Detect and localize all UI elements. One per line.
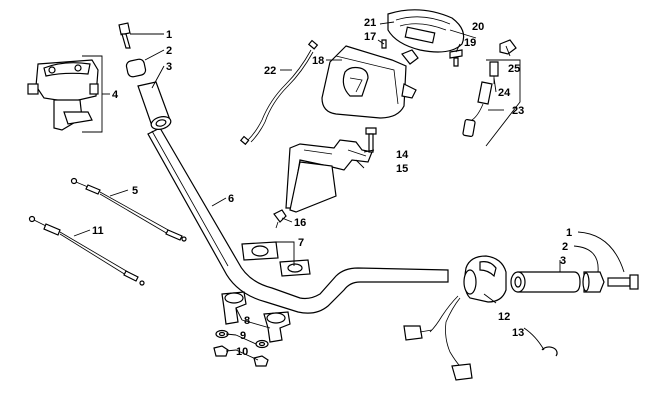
speedometer-cable[interactable] (239, 39, 319, 146)
callout-labels: 1 2 3 4 5 6 7 8 9 10 11 12 13 14 15 16 1… (92, 17, 572, 358)
washer-right[interactable] (255, 339, 269, 349)
throttle-cable[interactable] (70, 177, 187, 242)
callout-13: 13 (512, 327, 524, 339)
handlebar-pod[interactable] (321, 45, 417, 119)
snap-ring[interactable] (541, 346, 558, 357)
nut-left[interactable] (213, 345, 229, 357)
callout-3-left: 3 (166, 61, 172, 73)
callout-17: 17 (364, 31, 376, 43)
leader-lines (73, 21, 625, 361)
brake-cable[interactable] (28, 215, 145, 286)
bracket-bolt[interactable] (365, 127, 377, 153)
callout-12: 12 (498, 311, 510, 323)
pod-bracket[interactable] (285, 139, 373, 213)
instrument-harness[interactable] (462, 81, 493, 138)
nut-right[interactable] (253, 355, 269, 367)
callout-2-right: 2 (562, 241, 568, 253)
mounting-screw[interactable] (449, 49, 463, 67)
callout-15: 15 (396, 163, 408, 175)
callout-8: 8 (244, 315, 250, 327)
callout-2-left: 2 (166, 45, 172, 57)
callout-9: 9 (240, 330, 246, 342)
callout-3-right: 3 (560, 255, 566, 267)
speedometer[interactable] (387, 9, 465, 53)
callout-23: 23 (512, 105, 524, 117)
upper-clamp-left[interactable] (241, 241, 279, 261)
callout-14: 14 (396, 149, 409, 161)
wire-clip[interactable] (273, 209, 287, 229)
upper-clamp-right[interactable] (279, 259, 311, 277)
callout-20: 20 (472, 21, 484, 33)
callout-6: 6 (228, 193, 234, 205)
callout-11: 11 (92, 225, 104, 237)
callout-10: 10 (236, 346, 248, 358)
right-grip[interactable] (510, 271, 581, 293)
callout-22: 22 (264, 65, 276, 77)
left-bolt[interactable] (118, 22, 131, 49)
callout-5: 5 (132, 185, 138, 197)
callout-18: 18 (312, 55, 324, 67)
bulb-socket[interactable] (489, 61, 499, 84)
switch-housing[interactable] (403, 255, 507, 381)
right-spacer[interactable] (582, 271, 605, 293)
callout-1-left: 1 (166, 29, 172, 41)
callout-24: 24 (498, 87, 511, 99)
lower-block-right[interactable] (263, 311, 291, 343)
left-grip[interactable] (137, 81, 172, 131)
washer-left[interactable] (215, 329, 229, 339)
left-spacer[interactable] (125, 58, 147, 78)
callout-19: 19 (464, 37, 476, 49)
right-bolt[interactable] (607, 274, 639, 290)
throttle-control[interactable] (27, 59, 99, 131)
callout-21: 21 (364, 17, 376, 29)
callout-4: 4 (112, 89, 119, 101)
speedometer-bracket[interactable] (401, 49, 419, 65)
indicator-bulb[interactable] (499, 39, 517, 55)
callout-7: 7 (298, 237, 304, 249)
callout-1-right: 1 (566, 227, 572, 239)
lower-block-left[interactable] (221, 291, 247, 325)
callout-16: 16 (294, 217, 306, 229)
handlebar[interactable] (147, 127, 449, 314)
callout-25: 25 (508, 63, 520, 75)
